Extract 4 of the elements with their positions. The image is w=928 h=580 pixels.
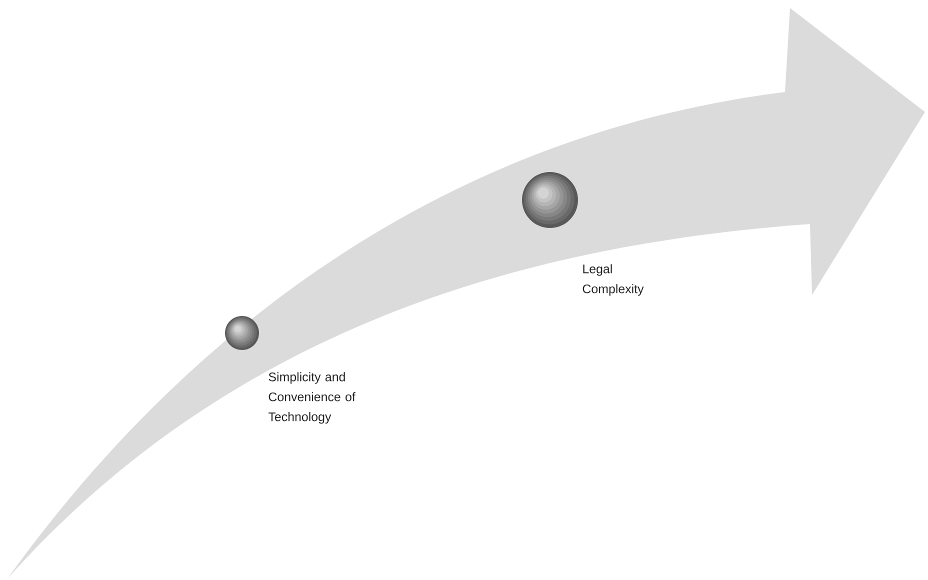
sphere-marker <box>522 172 578 228</box>
node-caption: Simplicity and Convenience of Technology <box>268 372 356 424</box>
sphere-marker <box>225 316 259 350</box>
node-caption: Legal Complexity <box>582 264 644 296</box>
